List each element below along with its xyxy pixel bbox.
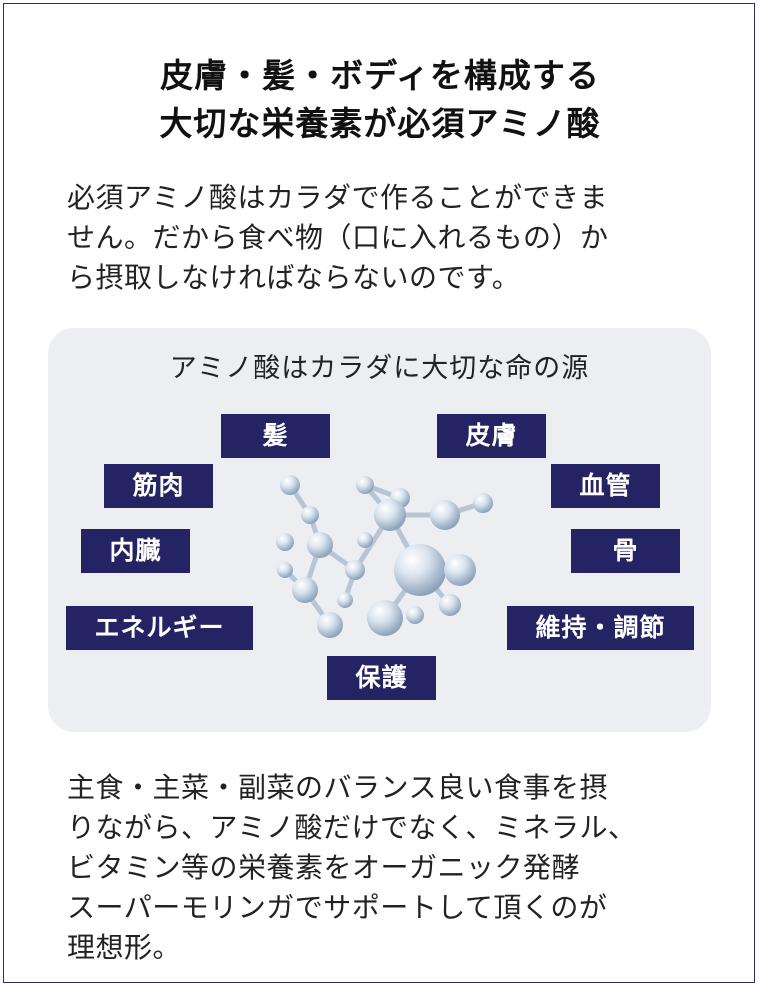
page-frame (3, 3, 755, 983)
outro-paragraph: 主食・主菜・副菜のバランス良い食事を摂 りながら、アミノ酸だけでなく、ミネラル、… (67, 768, 707, 968)
page-title: 皮膚・髪・ボディを構成する 大切な栄養素が必須アミノ酸 (0, 52, 760, 148)
label-muscle: 筋肉 (104, 464, 213, 508)
intro-line-2: せん。だから食べ物（口に入れるもの）か (67, 221, 609, 254)
outro-line-2: りながら、アミノ酸だけでなく、ミネラル、 (67, 811, 637, 844)
label-bone: 骨 (571, 529, 680, 573)
molecule-icon (276, 475, 493, 638)
outro-line-1: 主食・主菜・副菜のバランス良い食事を摂 (67, 771, 608, 804)
label-skin: 皮膚 (437, 414, 546, 458)
title-line-2: 大切な栄養素が必須アミノ酸 (159, 104, 601, 143)
diagram-heading: アミノ酸はカラダに大切な命の源 (169, 353, 590, 384)
intro-line-3: ら摂取しなければならないのです。 (67, 261, 521, 294)
label-hair: 髪 (221, 414, 330, 458)
label-blood-vessel: 血管 (551, 464, 660, 508)
title-line-1: 皮膚・髪・ボディを構成する (160, 56, 600, 95)
label-maintenance: 維持・調節 (507, 606, 694, 650)
outro-line-5: 理想形。 (67, 931, 182, 964)
label-protection: 保護 (327, 656, 436, 700)
label-organs: 内臓 (81, 529, 190, 573)
outro-line-3: ビタミン等の栄養素をオーガニック発酵 (67, 851, 581, 884)
intro-line-1: 必須アミノ酸はカラダで作ることができま (67, 181, 608, 214)
intro-paragraph: 必須アミノ酸はカラダで作ることができま せん。だから食べ物（口に入れるもの）か … (67, 178, 707, 298)
label-energy: エネルギー (66, 606, 253, 650)
outro-line-4: スーパーモリンガでサポートして頂くのが (67, 891, 608, 924)
